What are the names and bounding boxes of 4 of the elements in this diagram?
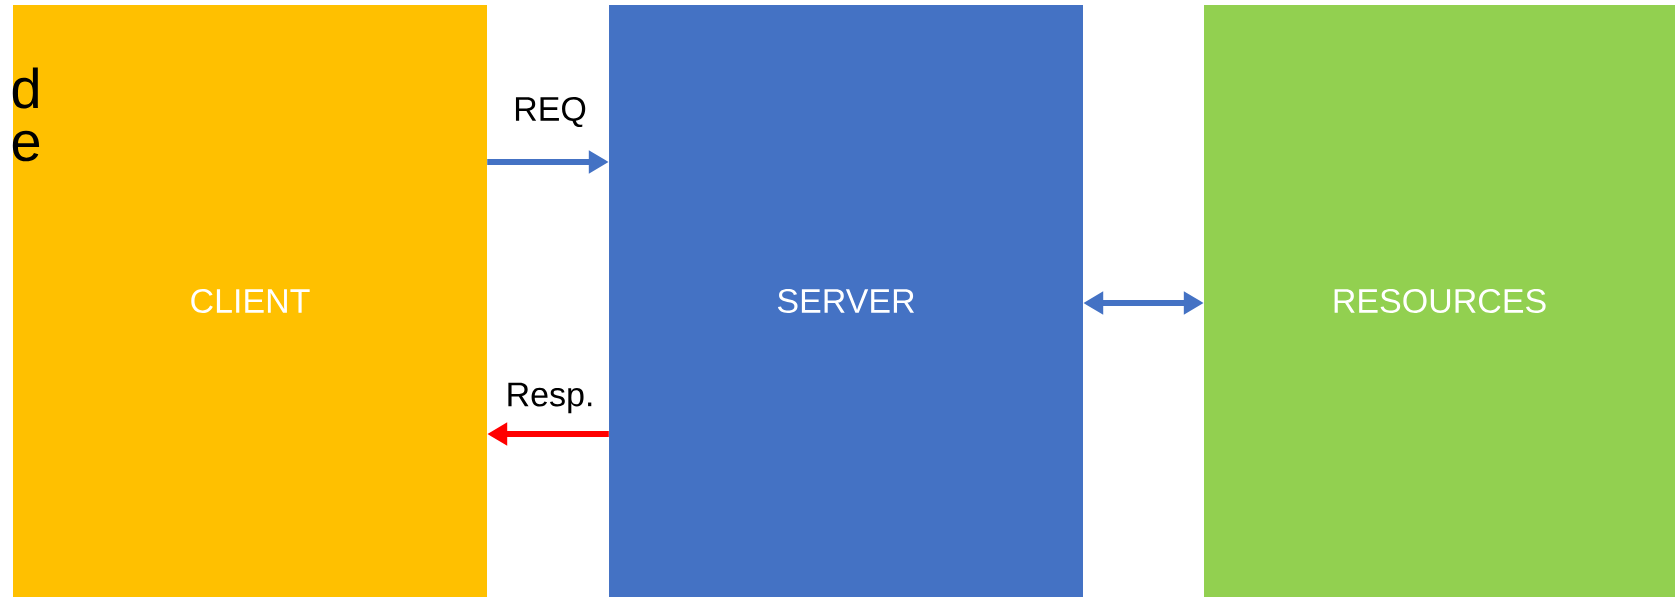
edge-label: REQ [515, 96, 586, 128]
process-box: RESOURCES [1204, 5, 1675, 597]
process-box: SERVER [609, 5, 1083, 597]
edge-label: Resp. [508, 382, 592, 414]
